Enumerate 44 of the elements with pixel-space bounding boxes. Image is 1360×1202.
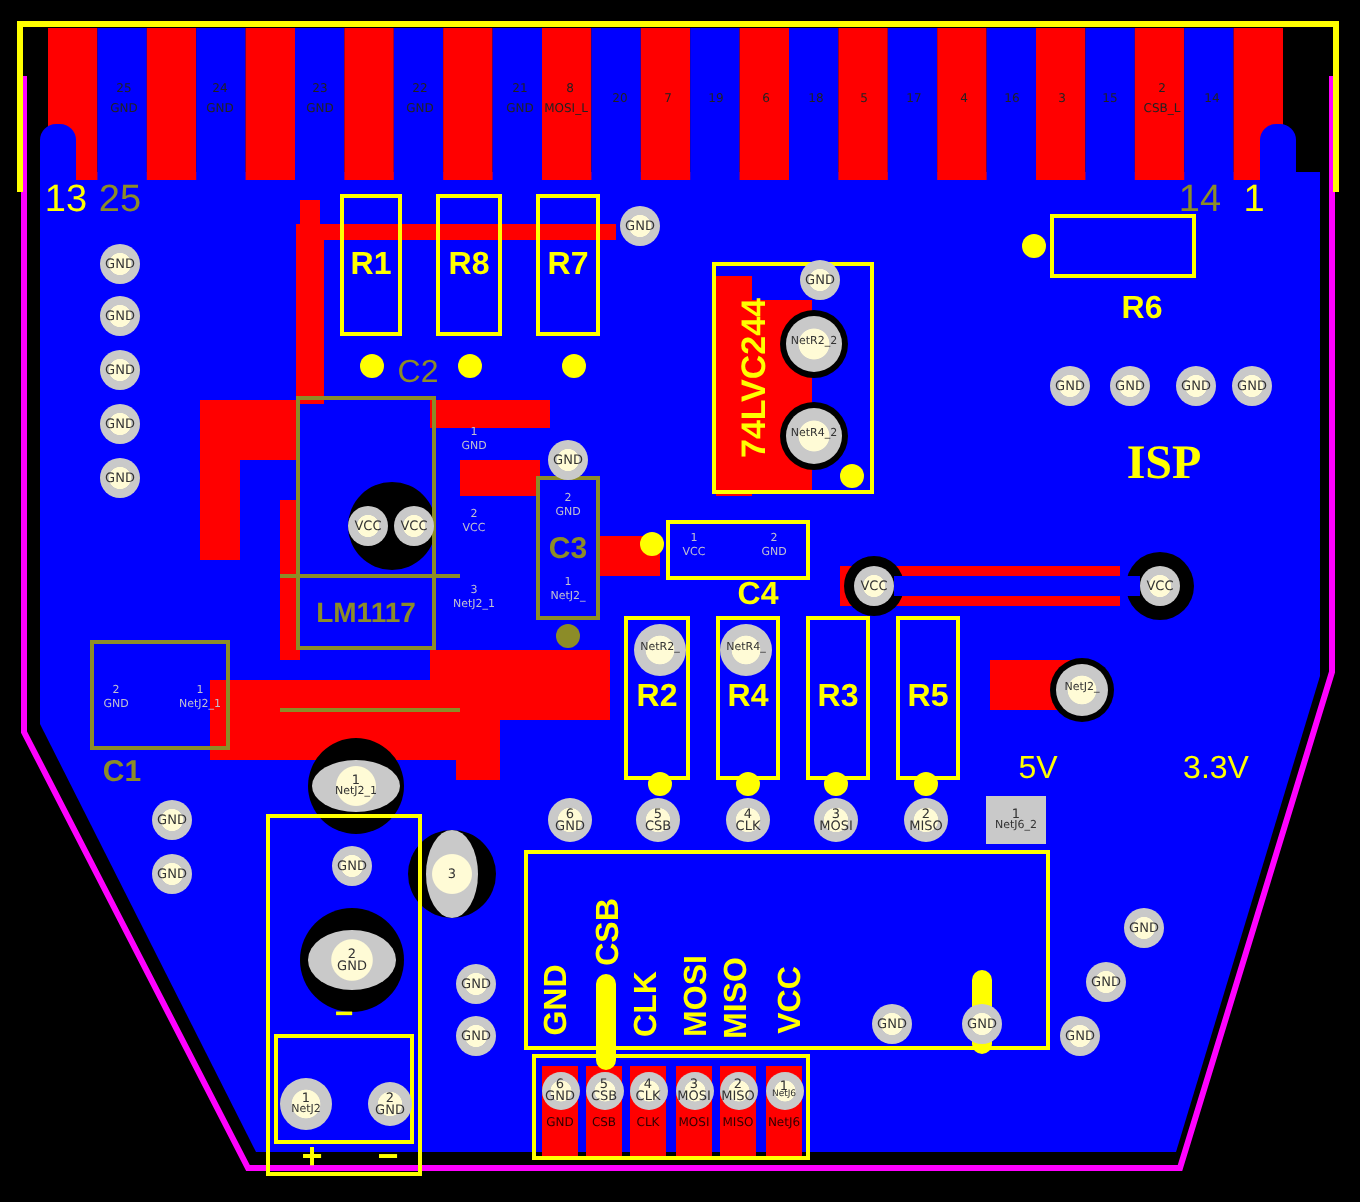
designator: C1: [102, 757, 142, 787]
silkscreen-label: C2: [397, 358, 439, 390]
designator: C4: [737, 580, 779, 612]
component-outline: [536, 194, 600, 336]
silkscreen-label: 5V: [1018, 754, 1058, 786]
component-outline: [624, 616, 690, 780]
silkscreen-label: 1: [1243, 181, 1265, 219]
designator: LM1117: [316, 598, 416, 626]
component-outline: [896, 616, 960, 780]
component-outline: [266, 814, 422, 1176]
component-outline: [716, 616, 780, 780]
designator: R1: [350, 249, 392, 281]
designator: R7: [547, 249, 589, 281]
silkscreen-label: ISP: [1126, 440, 1202, 488]
component-outline: [340, 194, 402, 336]
silkscreen-label: MISO: [722, 957, 754, 1039]
component-outline: [806, 616, 870, 780]
silkscreen-label: VCC: [776, 966, 808, 1034]
silkscreen-label: 14: [1178, 181, 1222, 219]
designator: R5: [907, 682, 949, 714]
component-outline: [524, 850, 1050, 1050]
silkscreen-label: 3.3V: [1183, 754, 1249, 786]
component-outline: [436, 194, 502, 336]
component-outline: [712, 262, 874, 494]
designator: 74LVC244: [736, 298, 770, 458]
designator: R6: [1121, 294, 1163, 326]
silkscreen-label: CLK: [632, 971, 664, 1037]
designator: R4: [727, 682, 769, 714]
silkscreen-label: MOSI: [682, 955, 714, 1037]
component-outline: [274, 1034, 414, 1144]
silkscreen-label: −: [377, 1138, 399, 1174]
silkscreen-label: CSB: [594, 898, 626, 966]
silkscreen-label: −: [334, 1000, 354, 1032]
silkscreen-label: 13: [44, 181, 88, 219]
designator: C3: [548, 533, 588, 563]
component-outline: [536, 476, 600, 620]
silkscreen-label: 25: [98, 181, 142, 219]
square-pad: [986, 796, 1046, 844]
component-outline: [296, 396, 436, 650]
designator: R8: [448, 249, 490, 281]
designator: R3: [817, 682, 859, 714]
component-outline: [532, 1054, 810, 1160]
silkscreen-label: GND: [542, 964, 574, 1036]
designator: R2: [636, 682, 678, 714]
